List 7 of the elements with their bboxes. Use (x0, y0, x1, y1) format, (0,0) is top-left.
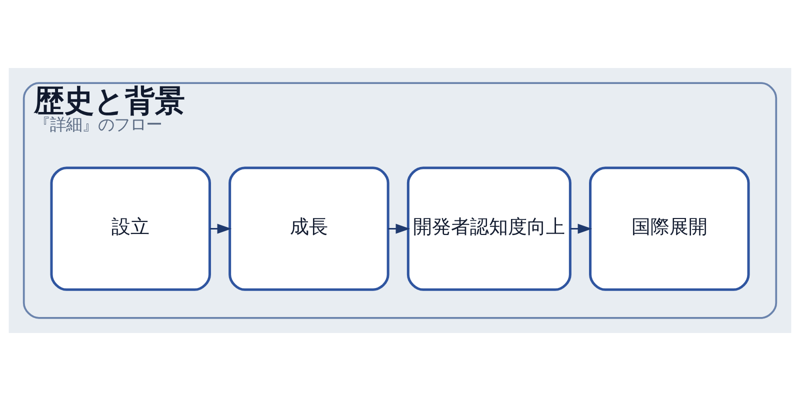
node-box: 設立 (50, 166, 211, 290)
arrow (210, 223, 232, 234)
node-box: 成長 (228, 166, 390, 290)
arrow (570, 223, 592, 234)
node-box: 開発者認知度向上 (406, 166, 572, 290)
arrow (388, 223, 410, 234)
node-box: 国際展開 (589, 166, 750, 290)
